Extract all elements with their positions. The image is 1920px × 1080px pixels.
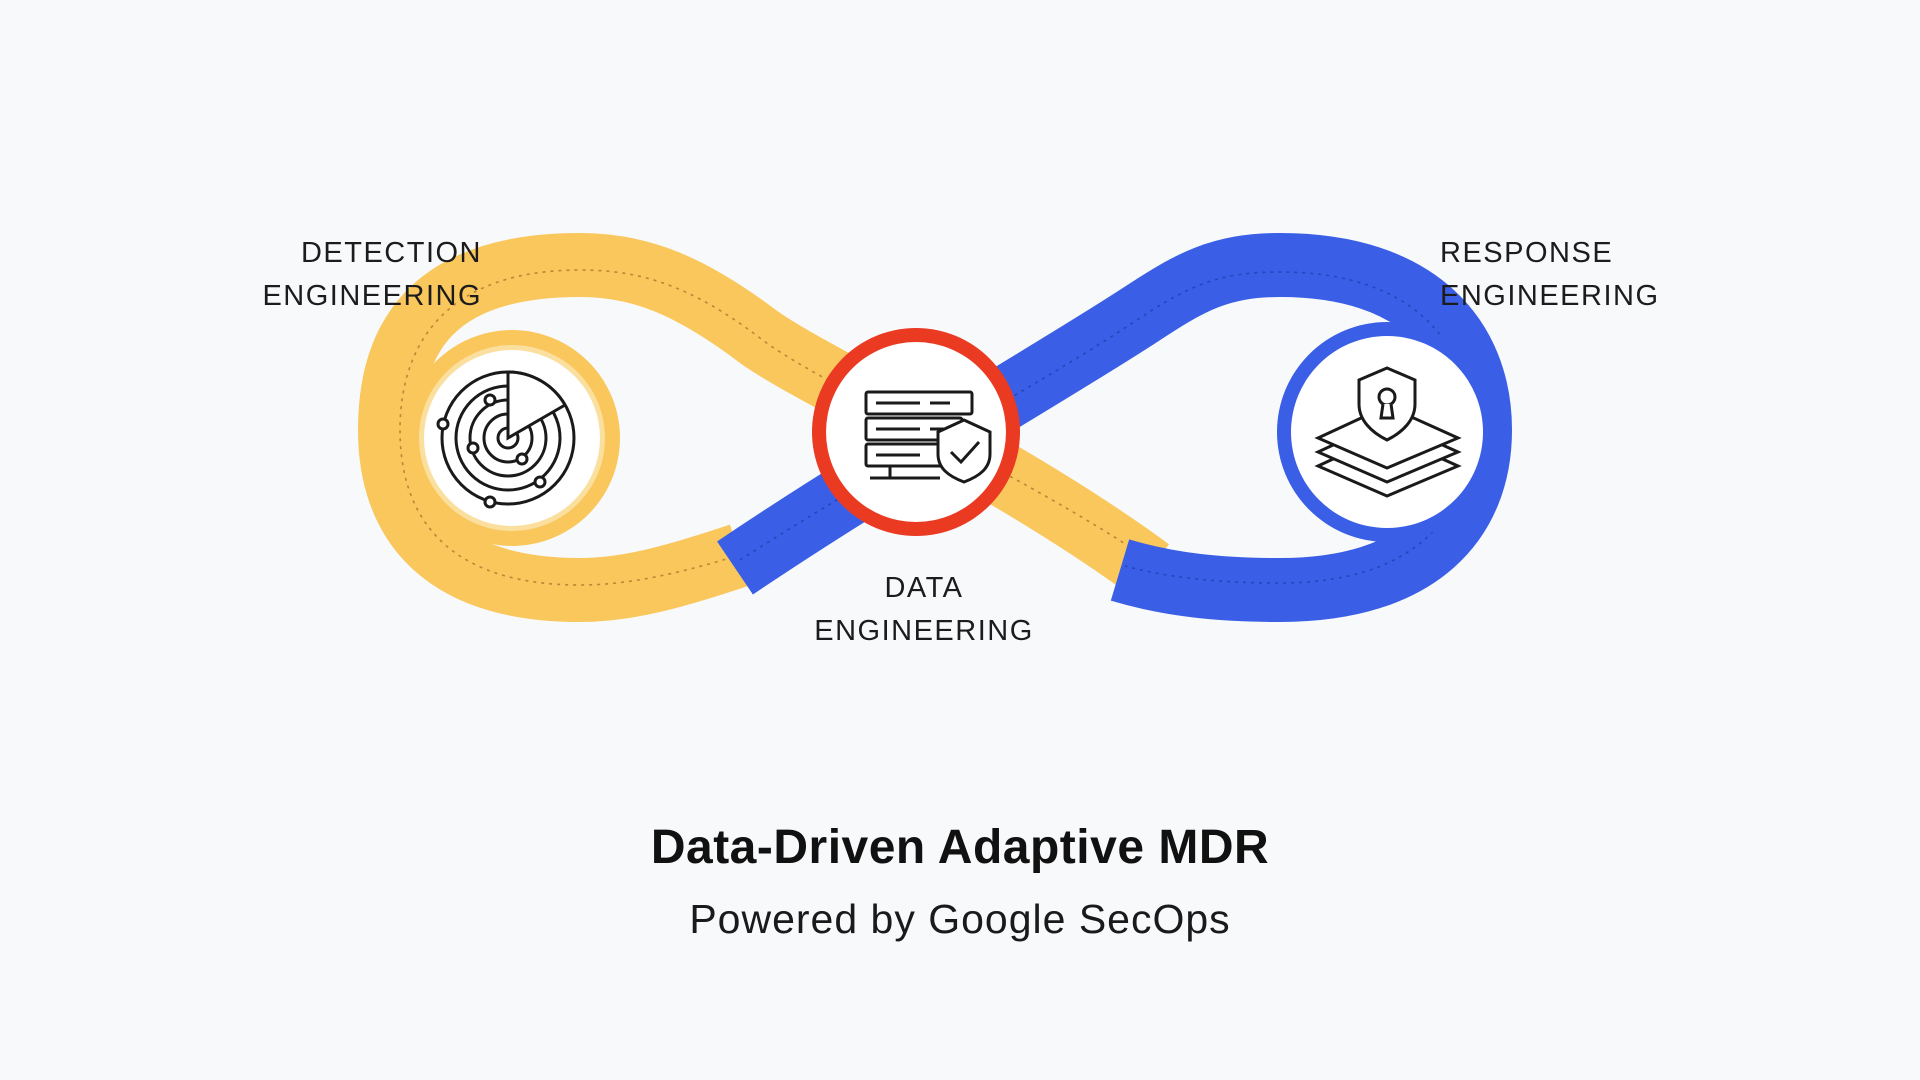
page-subtitle: Powered by Google SecOps	[689, 896, 1231, 942]
detection-engineering-label: DETECTION ENGINEERING	[262, 237, 482, 312]
radar-icon	[436, 370, 576, 509]
data-engineering-label: DATA ENGINEERING	[814, 572, 1034, 647]
shield-layers-icon	[1314, 366, 1462, 498]
detection-node	[404, 330, 620, 546]
server-shield-icon	[864, 390, 992, 484]
blue-loop	[717, 232, 1513, 623]
response-node	[1277, 322, 1497, 542]
data-node	[812, 328, 1020, 536]
response-engineering-label: RESPONSE ENGINEERING	[1440, 237, 1660, 312]
page-title: Data-Driven Adaptive MDR	[650, 821, 1270, 874]
